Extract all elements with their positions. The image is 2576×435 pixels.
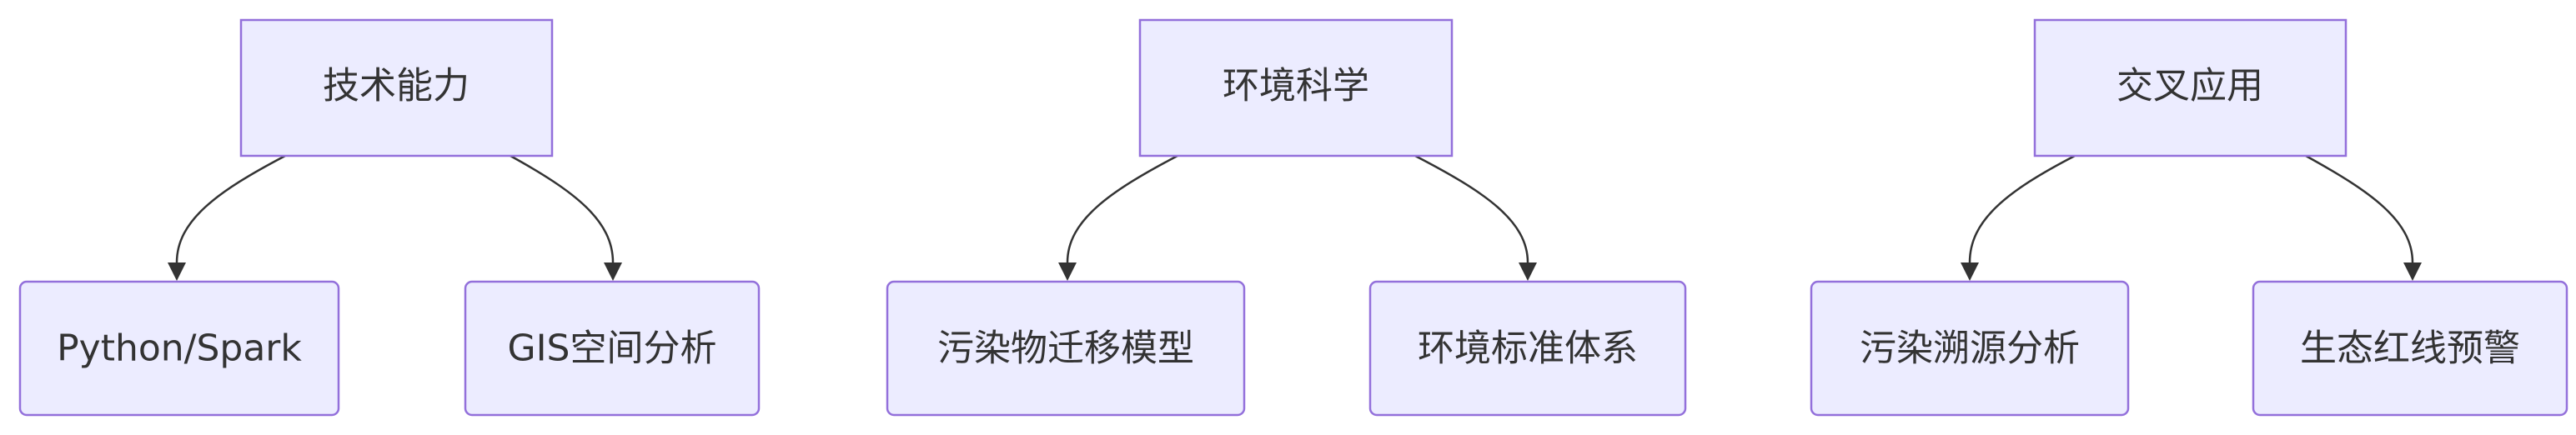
arrowhead-icon	[1961, 262, 1979, 281]
node-environmental-science[interactable]: 环境科学	[1138, 18, 1454, 158]
node-pollution-source-tracing[interactable]: 污染溯源分析	[1810, 280, 2130, 417]
edge-technical-to-python	[175, 154, 286, 263]
node-label: 技术能力	[323, 65, 470, 108]
node-environmental-standards[interactable]: 环境标准体系	[1368, 280, 1687, 417]
node-gis-spatial-analysis[interactable]: GIS空间分析	[464, 280, 761, 417]
arrowhead-icon	[168, 262, 186, 281]
node-label: 污染溯源分析	[1860, 328, 2080, 370]
node-label: GIS空间分析	[507, 328, 716, 370]
arrowhead-icon	[1519, 262, 1537, 281]
node-label: Python/Spark	[57, 328, 302, 370]
node-label: 环境标准体系	[1418, 328, 1638, 370]
arrowhead-icon	[1058, 262, 1077, 281]
group-environmental-science: 环境科学 污染物迁移模型 环境标准体系	[886, 18, 1687, 417]
node-label: 污染物迁移模型	[937, 328, 1194, 370]
arrowhead-icon	[2403, 262, 2422, 281]
node-ecological-redline-warning[interactable]: 生态红线预警	[2252, 280, 2568, 417]
node-technical-skills[interactable]: 技术能力	[239, 18, 554, 158]
group-cross-applications: 交叉应用 污染溯源分析 生态红线预警	[1810, 18, 2568, 417]
group-technical-skills: 技术能力 Python/Spark GIS空间分析	[18, 18, 761, 417]
edge-technical-to-gis	[510, 154, 615, 263]
node-label: 环境科学	[1223, 65, 1369, 108]
arrowhead-icon	[604, 262, 622, 281]
node-pollutant-migration-model[interactable]: 污染物迁移模型	[886, 280, 1246, 417]
node-label: 交叉应用	[2117, 65, 2263, 108]
edge-envsci-to-standards	[1414, 154, 1529, 263]
edge-cross-to-ecological-warning	[2305, 154, 2414, 263]
node-python-spark[interactable]: Python/Spark	[18, 280, 340, 417]
edge-envsci-to-pollutant-model	[1066, 154, 1178, 263]
edge-cross-to-source-tracing	[1968, 154, 2076, 263]
node-cross-applications[interactable]: 交叉应用	[2033, 18, 2348, 158]
node-label: 生态红线预警	[2300, 328, 2520, 370]
